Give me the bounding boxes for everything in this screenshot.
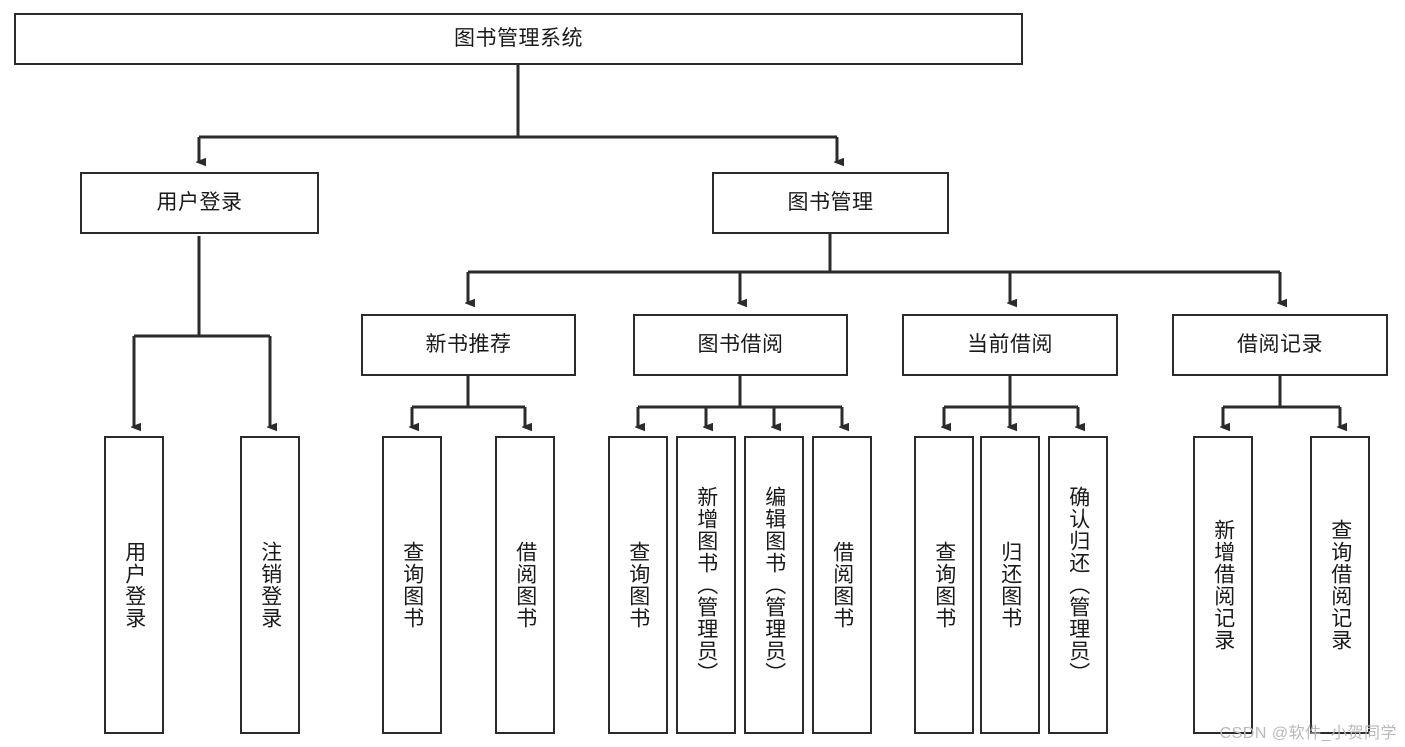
leaf-new-book-borrow[interactable]: 借阅图书 <box>495 436 555 734</box>
leaf-current-borrow-return[interactable]: 归还图书 <box>980 436 1040 734</box>
node-label: 确认归还（管理员） <box>1066 486 1090 684</box>
node-label: 图书管理 <box>787 191 874 215</box>
leaf-book-borrow-borrow[interactable]: 借阅图书 <box>812 436 872 734</box>
node-label: 查询图书 <box>400 541 424 629</box>
node-root-system[interactable]: 图书管理系统 <box>14 13 1023 65</box>
node-label: 新增图书（管理员） <box>694 486 718 684</box>
node-label: 查询图书 <box>626 541 650 629</box>
leaf-borrow-record-add[interactable]: 新增借阅记录 <box>1193 436 1253 734</box>
node-book-borrow[interactable]: 图书借阅 <box>633 314 848 376</box>
leaf-new-book-query[interactable]: 查询图书 <box>382 436 442 734</box>
node-label: 新书推荐 <box>425 333 512 357</box>
leaf-current-borrow-query[interactable]: 查询图书 <box>914 436 974 734</box>
node-root-label: 图书管理系统 <box>454 27 583 51</box>
node-label: 编辑图书（管理员） <box>762 486 786 684</box>
node-label: 借阅图书 <box>830 541 854 629</box>
node-label: 借阅图书 <box>513 541 537 629</box>
node-label: 注销登录 <box>258 541 282 629</box>
node-user-login[interactable]: 用户登录 <box>80 172 319 234</box>
node-label: 用户登录 <box>122 541 146 629</box>
node-label: 归还图书 <box>998 541 1022 629</box>
node-borrow-record[interactable]: 借阅记录 <box>1172 314 1388 376</box>
leaf-book-borrow-edit[interactable]: 编辑图书（管理员） <box>744 436 804 734</box>
leaf-book-borrow-query[interactable]: 查询图书 <box>608 436 668 734</box>
node-label: 查询借阅记录 <box>1328 519 1352 651</box>
leaf-current-borrow-confirm-return[interactable]: 确认归还（管理员） <box>1048 436 1108 734</box>
node-label: 图书借阅 <box>697 333 784 357</box>
leaf-borrow-record-query[interactable]: 查询借阅记录 <box>1310 436 1370 734</box>
leaf-book-borrow-add[interactable]: 新增图书（管理员） <box>676 436 736 734</box>
node-current-borrow[interactable]: 当前借阅 <box>902 314 1118 376</box>
node-label: 借阅记录 <box>1237 333 1323 357</box>
leaf-user-login-signin[interactable]: 用户登录 <box>104 436 164 734</box>
node-label: 新增借阅记录 <box>1211 519 1235 651</box>
node-book-management[interactable]: 图书管理 <box>712 172 949 234</box>
node-new-book-recommend[interactable]: 新书推荐 <box>361 314 576 376</box>
node-label: 查询图书 <box>932 541 956 629</box>
node-label: 当前借阅 <box>967 333 1053 357</box>
node-label: 用户登录 <box>156 191 243 215</box>
leaf-user-login-signout[interactable]: 注销登录 <box>240 436 300 734</box>
